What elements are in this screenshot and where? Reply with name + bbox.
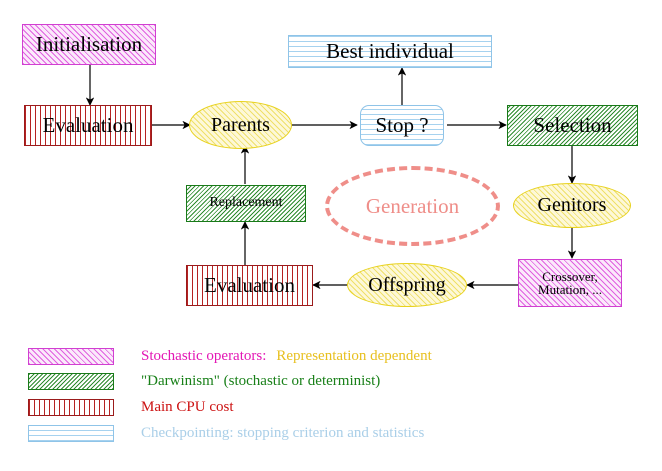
- legend-swatch-blue: [28, 424, 114, 442]
- node-label: Stop ?: [375, 112, 429, 137]
- node-initialisation[interactable]: Initialisation: [22, 24, 156, 65]
- node-generation: Generation: [325, 166, 500, 246]
- node-label: Best individual: [326, 38, 454, 63]
- node-crossover-mutation[interactable]: Crossover, Mutation, ...: [518, 259, 622, 307]
- legend-label-group: Stochastic operators: Representation depe…: [141, 348, 432, 365]
- node-label: Crossover, Mutation, ...: [538, 268, 602, 297]
- legend-swatch-magenta: [28, 347, 114, 365]
- legend-label-cpu-cost: Main CPU cost: [141, 398, 234, 415]
- node-offspring[interactable]: Offspring: [347, 263, 467, 307]
- legend-swatch-green: [28, 372, 114, 390]
- legend-row-checkpointing: Checkpointing: stopping criterion and st…: [28, 422, 424, 444]
- node-label: Parents: [211, 113, 270, 136]
- node-evaluation-top[interactable]: Evaluation: [24, 105, 152, 146]
- node-replacement[interactable]: Replacement: [186, 185, 306, 222]
- node-genitors[interactable]: Genitors: [513, 183, 631, 228]
- legend-label-stochastic: Stochastic operators:: [141, 347, 267, 364]
- node-evaluation-bottom[interactable]: Evaluation: [186, 265, 313, 306]
- legend-label-checkpointing: Checkpointing: stopping criterion and st…: [141, 424, 425, 441]
- legend-label-representation: Representation dependent: [276, 347, 432, 364]
- node-label: Initialisation: [35, 31, 143, 56]
- legend-row-cpu: Main CPU cost: [28, 396, 234, 418]
- legend-row-darwinism: "Darwinism" (stochastic or determinist): [28, 370, 380, 392]
- legend-swatch-red: [28, 398, 114, 416]
- legend-row-stochastic: Stochastic operators: Representation depe…: [28, 345, 432, 367]
- legend-label-darwinism: "Darwinism" (stochastic or determinist): [141, 372, 381, 389]
- node-label: Evaluation: [204, 272, 295, 297]
- node-stop[interactable]: Stop ?: [360, 105, 444, 146]
- node-best-individual[interactable]: Best individual: [288, 35, 492, 68]
- node-label: Replacement: [209, 195, 283, 211]
- node-label: Generation: [365, 193, 460, 218]
- node-selection[interactable]: Selection: [507, 105, 638, 146]
- node-label: Evaluation: [42, 112, 134, 137]
- node-label: Offspring: [368, 273, 446, 296]
- node-label: Genitors: [537, 194, 607, 217]
- node-parents[interactable]: Parents: [189, 101, 292, 149]
- node-label: Selection: [533, 112, 612, 137]
